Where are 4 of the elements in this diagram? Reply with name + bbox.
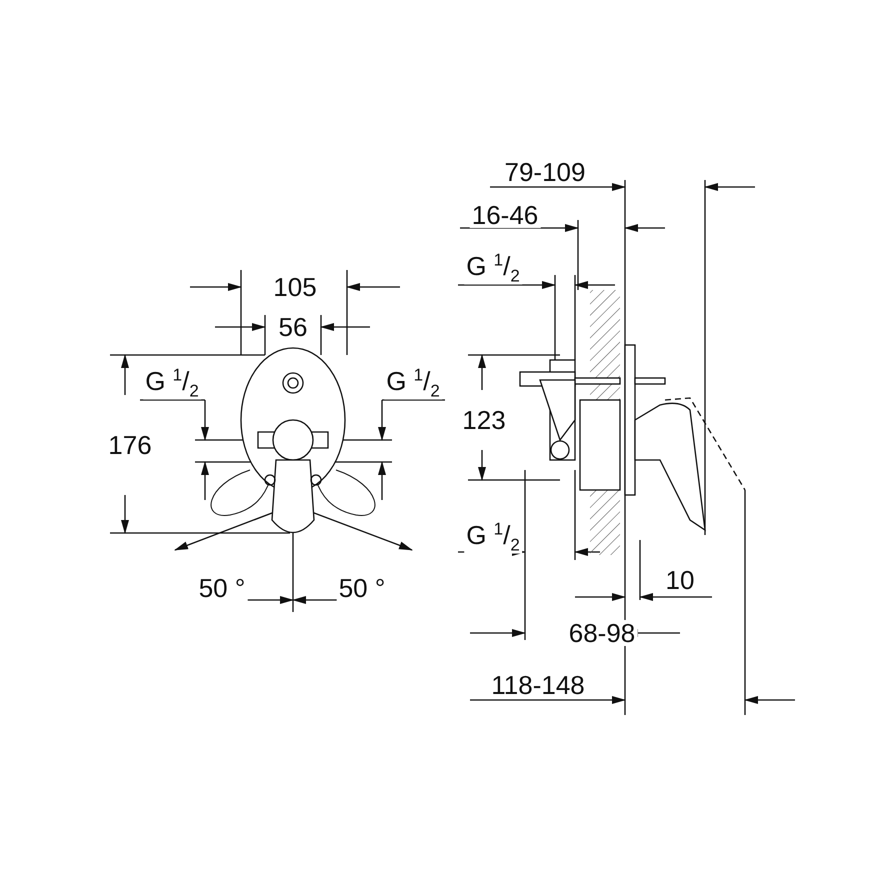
thread-size-label: G $^{1}$/$_{2}$ <box>464 252 522 284</box>
thread-size-label: G $^{1}$/$_{2}$ <box>143 366 201 400</box>
thread-size-label: G $^{1}$/$_{2}$ <box>384 366 442 400</box>
thread-size-label: G $^{1}$/$_{2}$ <box>464 520 522 554</box>
